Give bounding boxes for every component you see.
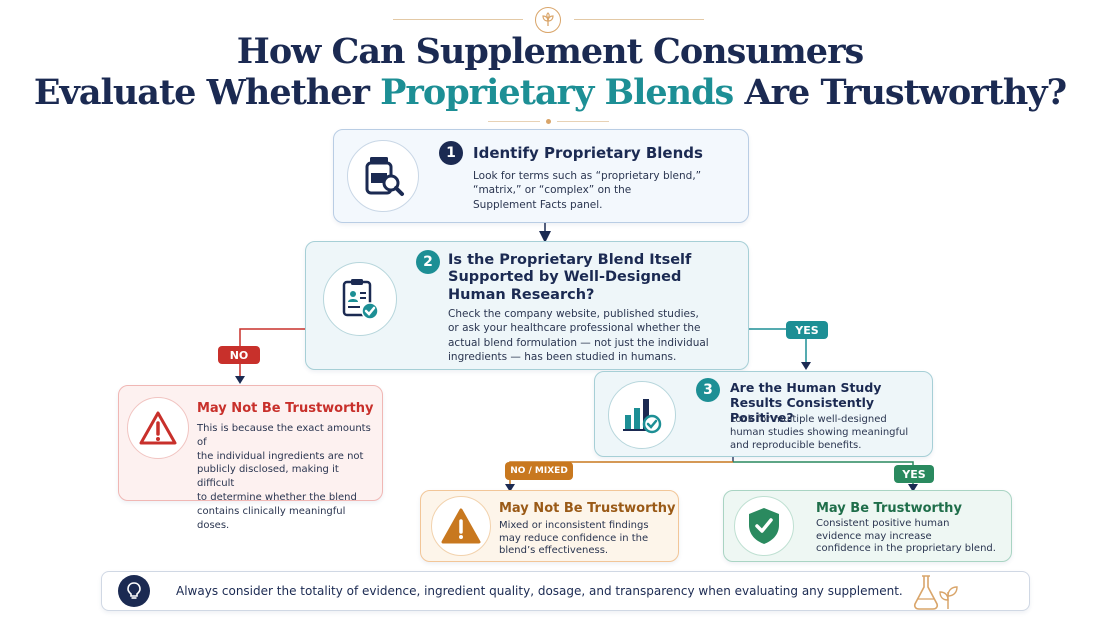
mixed-outcome-body-line: Mixed or inconsistent findings bbox=[499, 520, 649, 531]
no-outcome-body-line: contains clinically meaningful doses. bbox=[197, 505, 346, 531]
mixed-outcome-body: Mixed or inconsistent findings may reduc… bbox=[499, 520, 674, 558]
no-outcome-body-line: This is because the exact amounts of bbox=[197, 423, 371, 448]
warning-triangle-icon bbox=[139, 411, 177, 445]
no-outcome-body: This is because the exact amounts of the… bbox=[197, 422, 377, 532]
title-text-end: Are Trustworthy? bbox=[733, 72, 1067, 113]
step-3-body-line: Look for multiple well-designed bbox=[730, 414, 887, 425]
no-outcome-icon-circle bbox=[127, 397, 189, 459]
step-3-number-badge: 3 bbox=[696, 378, 720, 402]
yes-outcome-body-line: Consistent positive human bbox=[816, 518, 950, 529]
step-3-body-line: and reproducible benefits. bbox=[730, 440, 862, 451]
no-outcome-card: May Not Be Trustworthy This is because t… bbox=[118, 385, 383, 531]
no-outcome-body-line: the individual ingredients are not bbox=[197, 450, 364, 462]
step-2-icon-circle bbox=[323, 262, 397, 336]
step-1-body-line: Supplement Facts panel. bbox=[473, 198, 603, 211]
step-3-body: Look for multiple well-designed human st… bbox=[730, 413, 925, 452]
step-2-body-line: Check the company website, published stu… bbox=[448, 308, 699, 320]
step-2-heading-line: Supported by Well-Designed bbox=[448, 269, 682, 286]
no-outcome-heading: May Not Be Trustworthy bbox=[197, 401, 374, 416]
footer-note: Always consider the totality of evidence… bbox=[101, 571, 1030, 611]
supplement-bottle-magnifier-icon bbox=[365, 157, 404, 196]
mixed-outcome-body-line: blend’s effectiveness. bbox=[499, 545, 609, 556]
lightbulb-icon bbox=[118, 575, 150, 607]
no-badge: NO bbox=[218, 346, 260, 364]
step-2-heading-line: Human Research? bbox=[448, 286, 595, 303]
no-outcome-body-line: to determine whether the blend bbox=[197, 491, 357, 503]
no-outcome-body-line: publicly disclosed, making it difficult bbox=[197, 464, 339, 490]
step-2-card: 2 Is the Proprietary Blend Itself Suppor… bbox=[305, 241, 749, 370]
bar-chart-check-icon bbox=[623, 399, 662, 434]
mixed-outcome-icon-circle bbox=[431, 496, 491, 556]
step-3-card: 3 Are the Human Study Results Consistent… bbox=[594, 371, 933, 457]
yes-outcome-body-line: evidence may increase bbox=[816, 530, 932, 542]
title-accent-text: Proprietary Blends bbox=[380, 72, 734, 113]
step-2-heading: Is the Proprietary Blend Itself Supporte… bbox=[448, 252, 691, 304]
step-2-body-line: or ask your healthcare professional whet… bbox=[448, 322, 701, 335]
step-3-icon-circle bbox=[608, 381, 676, 449]
yes-outcome-card: May Be Trustworthy Consistent positive h… bbox=[723, 490, 1012, 562]
yes-outcome-badge: YES bbox=[894, 465, 934, 483]
step-1-icon-circle bbox=[347, 140, 419, 212]
mixed-outcome-body-line: may reduce confidence in the bbox=[499, 532, 649, 544]
title-rule-left bbox=[488, 121, 540, 122]
step-1-body-line: Look for terms such as “proprietary blen… bbox=[473, 170, 702, 182]
leaf-ornament-icon bbox=[535, 7, 561, 33]
step-2-body: Check the company website, published stu… bbox=[448, 307, 738, 365]
page-title-line-1: How Can Supplement Consumers bbox=[236, 31, 864, 72]
mixed-outcome-heading: May Not Be Trustworthy bbox=[499, 501, 676, 516]
title-dot bbox=[546, 119, 551, 124]
warning-triangle-icon bbox=[441, 508, 481, 544]
mixed-outcome-card: May Not Be Trustworthy Mixed or inconsis… bbox=[420, 490, 679, 562]
yes-outcome-icon-circle bbox=[734, 496, 794, 556]
step-2-heading-line: Is the Proprietary Blend Itself bbox=[448, 252, 692, 268]
step-2-body-line: actual blend formulation — not just the … bbox=[448, 336, 709, 349]
step-3-heading-line: Are the Human Study bbox=[730, 380, 882, 395]
step-3-heading: Are the Human Study Results Consistently… bbox=[730, 380, 932, 425]
ornament-line-left bbox=[393, 19, 523, 20]
yes-badge: YES bbox=[786, 321, 828, 339]
page-title-line-2: Evaluate Whether Proprietary Blends Are … bbox=[0, 75, 1100, 110]
yes-outcome-body-line: confidence in the proprietary blend. bbox=[816, 543, 996, 554]
ornament-line-right bbox=[574, 19, 704, 20]
step-3-body-line: human studies showing meaningful bbox=[730, 427, 909, 438]
step-2-number-badge: 2 bbox=[416, 250, 440, 274]
yes-outcome-heading: May Be Trustworthy bbox=[816, 501, 962, 516]
shield-check-icon bbox=[749, 508, 779, 544]
step-3-heading-line: Results Consistently Positive? bbox=[730, 395, 875, 425]
no-mixed-badge: NO / MIXED bbox=[505, 462, 573, 480]
step-1-number-badge: 1 bbox=[439, 141, 463, 165]
step-1-body-line: “matrix,” or “complex” on the bbox=[473, 184, 632, 197]
title-text: Evaluate Whether bbox=[33, 72, 381, 113]
step-2-body-line: ingredients — has been studied in humans… bbox=[448, 351, 677, 364]
title-rule-right bbox=[557, 121, 609, 122]
footer-text: Always consider the totality of evidence… bbox=[176, 584, 903, 598]
clipboard-check-icon bbox=[342, 279, 379, 320]
step-1-card: 1 Identify Proprietary Blends Look for t… bbox=[333, 129, 749, 223]
flask-leaf-icon bbox=[913, 575, 958, 610]
step-1-heading: Identify Proprietary Blends bbox=[473, 144, 703, 162]
yes-outcome-body: Consistent positive human evidence may i… bbox=[816, 518, 1006, 556]
step-1-body: Look for terms such as “proprietary blen… bbox=[473, 169, 733, 212]
